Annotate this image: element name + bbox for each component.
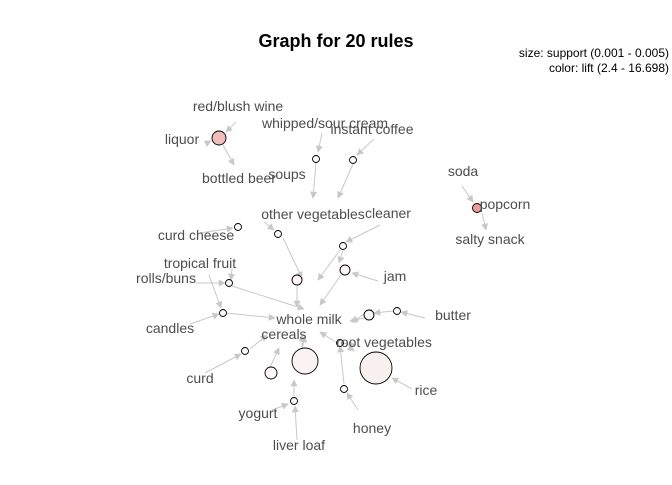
rule-node-4: [234, 223, 242, 231]
item-label-yogurt: yogurt: [239, 405, 278, 421]
item-label-cleaner: cleaner: [365, 205, 411, 221]
item-label-liver-loaf: liver loaf: [273, 437, 325, 453]
item-label-whole-milk: whole milk: [275, 311, 342, 327]
edge-9: [263, 221, 275, 231]
item-label-instant-coffee: instant coffee: [330, 121, 413, 137]
rule-node-20: [472, 203, 482, 213]
edge-18: [208, 274, 223, 309]
rule-node-8: [225, 279, 233, 287]
rule-node-1: [211, 130, 227, 146]
rule-node-18: [340, 385, 348, 393]
item-label-red-blush-wine: red/blush wine: [193, 98, 283, 114]
rule-node-2: [312, 155, 320, 163]
item-label-bottled-beer: bottled beer: [202, 170, 276, 186]
edge-28: [249, 334, 268, 350]
edge-22: [319, 274, 342, 306]
edge-40: [461, 185, 474, 203]
edge-38: [337, 345, 345, 385]
edge-10: [345, 224, 381, 243]
item-label-curd-cheese: curd cheese: [158, 227, 234, 243]
item-label-butter: butter: [435, 307, 471, 323]
item-label-jam: jam: [383, 268, 407, 284]
edge-1: [225, 121, 237, 133]
edge-layer: [189, 121, 488, 441]
rule-node-6: [339, 242, 347, 250]
item-label-curd: curd: [186, 370, 213, 386]
rule-node-layer: [211, 130, 482, 405]
legend-size: size: support (0.001 - 0.005): [519, 46, 669, 60]
edge-41: [481, 212, 488, 231]
edge-8: [199, 225, 234, 234]
edge-12: [317, 249, 341, 281]
edge-7: [337, 163, 354, 199]
edge-25: [400, 310, 426, 319]
edge-20: [225, 312, 276, 321]
item-label-layer: red/blush wine liquor bottled beer whipped/…: [136, 98, 530, 453]
rule-node-17: [264, 366, 278, 380]
item-label-liquor: liquor: [165, 131, 200, 147]
edge-26: [373, 308, 394, 316]
rule-node-9: [291, 274, 303, 286]
rule-node-5: [274, 230, 282, 238]
edge-3: [222, 144, 235, 166]
edge-14: [228, 267, 236, 281]
edge-34: [391, 377, 413, 390]
item-label-rolls-buns: rolls/buns: [136, 270, 196, 286]
item-label-other-vegetables: other vegetables: [261, 206, 365, 222]
rule-node-13: [336, 339, 344, 347]
rule-node-3: [349, 156, 357, 164]
edge-13: [337, 249, 345, 264]
edge-39: [291, 405, 299, 441]
edge-27: [204, 353, 242, 374]
graph-title: Graph for 20 rules: [258, 31, 413, 51]
edge-6: [310, 162, 318, 199]
rule-node-14: [241, 347, 249, 355]
edge-32: [319, 331, 335, 342]
item-label-salty-snack: salty snack: [455, 231, 525, 247]
edge-5: [356, 138, 375, 156]
edge-11: [282, 237, 303, 279]
rule-node-16: [359, 351, 393, 385]
item-label-root-vegetables: root vegetables: [336, 334, 432, 350]
edge-19: [189, 312, 220, 325]
edge-21: [351, 271, 379, 282]
item-label-rice: rice: [415, 382, 438, 398]
item-label-popcorn: popcorn: [480, 196, 531, 212]
item-label-honey: honey: [353, 420, 391, 436]
rule-node-10: [219, 309, 227, 317]
item-label-soups: soups: [268, 166, 305, 182]
rule-node-11: [363, 309, 375, 321]
edge-4: [315, 132, 323, 153]
edge-35: [271, 402, 289, 411]
legend-color: color: lift (2.4 - 16.698): [549, 61, 669, 75]
item-label-soda: soda: [448, 163, 479, 179]
rule-node-12: [393, 307, 401, 315]
item-label-whipped-sour-cream: whipped/sour cream: [261, 115, 388, 131]
rule-node-15: [291, 347, 319, 375]
edge-37: [346, 392, 359, 411]
item-label-cereals: cereals: [261, 326, 306, 342]
item-label-tropical-fruit: tropical fruit: [164, 255, 236, 271]
edge-33: [346, 344, 355, 352]
rule-node-7: [339, 264, 351, 276]
rule-node-19: [290, 397, 298, 405]
edge-2: [203, 140, 212, 147]
edge-24: [349, 316, 365, 324]
edge-16: [231, 285, 305, 311]
item-label-candles: candles: [146, 320, 194, 336]
